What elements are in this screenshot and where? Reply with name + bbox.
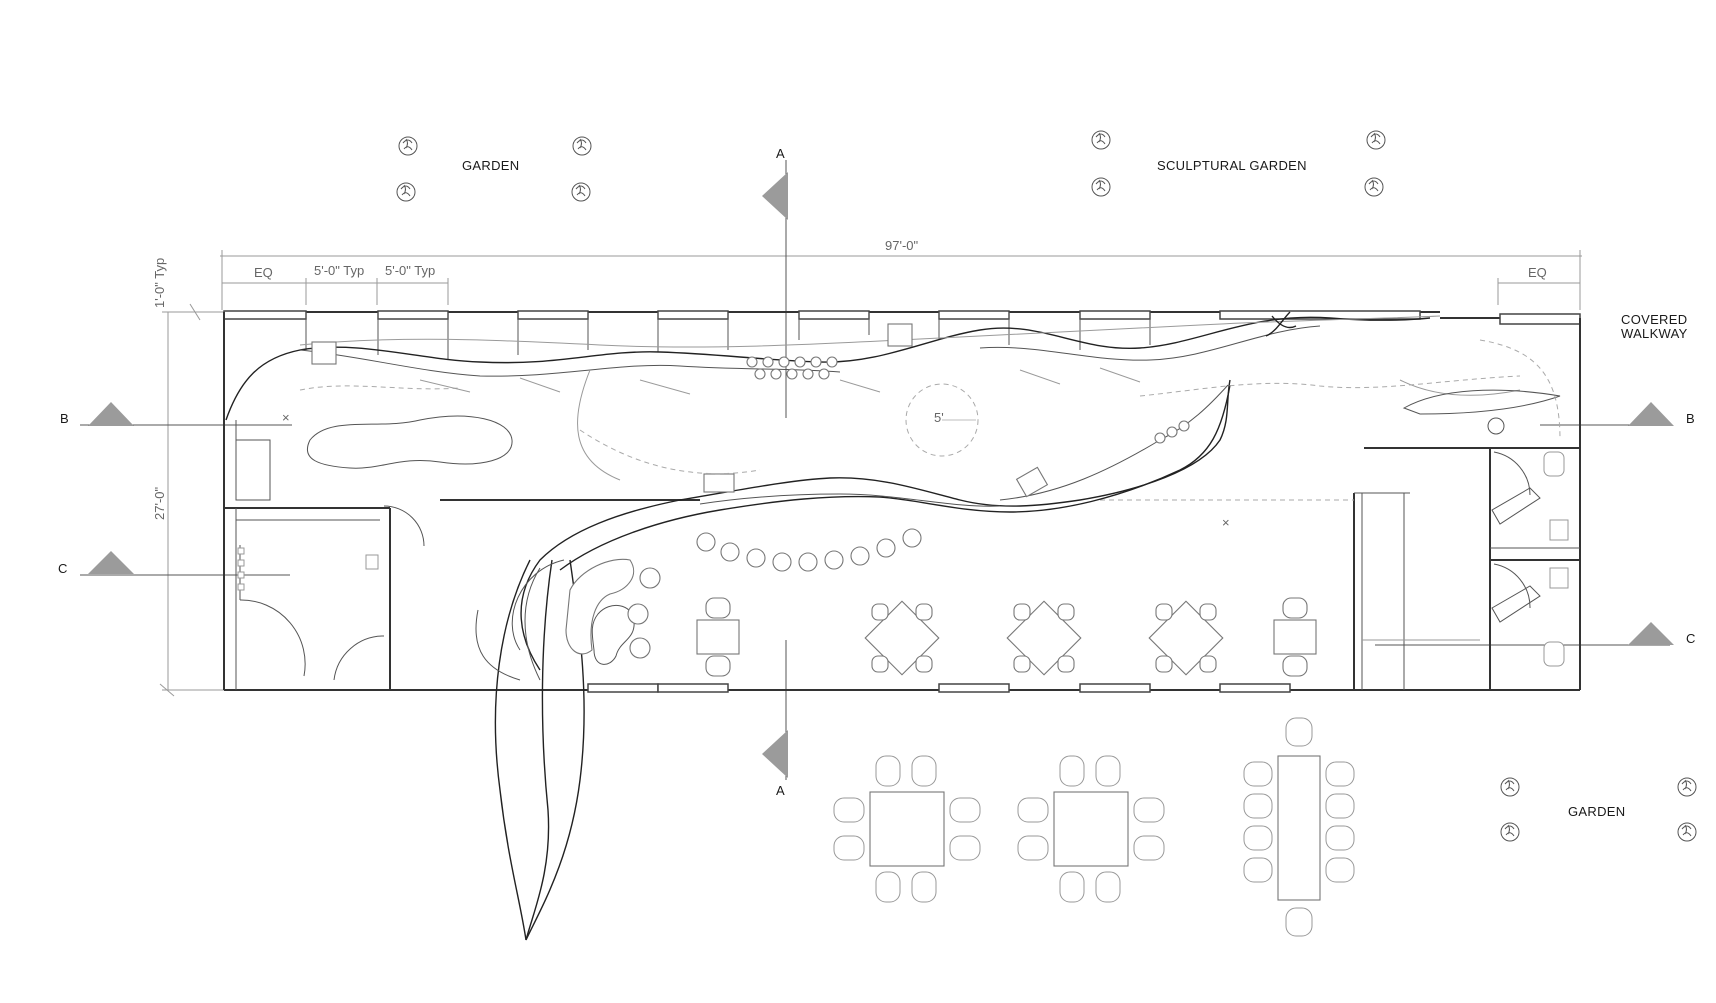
section-b-right-marker <box>1628 402 1674 426</box>
tree-icon <box>572 136 592 156</box>
garden-label-top: GARDEN <box>462 158 519 173</box>
tree-icon <box>1677 777 1697 797</box>
section-a-bottom-label: A <box>776 783 785 798</box>
typ-dim-2: 5'-0" Typ <box>385 263 435 278</box>
tree-icon <box>398 136 418 156</box>
eq-right-dim: EQ <box>1528 265 1547 280</box>
indoor-tables <box>696 597 1317 677</box>
overall-width-dim: 97'-0" <box>885 238 919 253</box>
section-b-left-label: B <box>60 411 69 426</box>
sinks <box>311 323 1049 498</box>
tree-icon <box>1364 177 1384 197</box>
left-service-rooms: × <box>224 410 425 690</box>
overall-depth-dim: 27'-0" <box>152 486 167 520</box>
section-c-right-marker <box>1628 622 1674 645</box>
section-c-right-label: C <box>1686 631 1696 646</box>
section-a-top-label: A <box>776 146 785 161</box>
covered-walkway-label-1: COVERED <box>1621 312 1687 327</box>
svg-text:×: × <box>1222 515 1230 530</box>
right-restrooms <box>1353 447 1580 690</box>
section-b-left-marker <box>88 402 134 426</box>
section-b-right-label: B <box>1686 411 1695 426</box>
tree-icon <box>1091 177 1111 197</box>
lounge-seating <box>511 558 661 665</box>
tree-icon <box>396 182 416 202</box>
tree-symbols <box>396 130 1697 842</box>
eq-left-dim: EQ <box>254 265 273 280</box>
svg-text:×: × <box>282 410 290 425</box>
bar-stools <box>696 356 1190 572</box>
tree-icon <box>571 182 591 202</box>
section-c-left-marker <box>88 551 134 574</box>
covered-walkway-label-2: WALKWAY <box>1621 326 1688 341</box>
section-markers <box>80 160 1674 780</box>
outdoor-tables <box>833 717 1355 937</box>
tree-icon <box>1091 130 1111 150</box>
interior-partitions: × 5' <box>440 383 1354 530</box>
section-c-left-label: C <box>58 561 68 576</box>
sculptural-garden-label: SCULPTURAL GARDEN <box>1157 158 1307 173</box>
floor-pattern <box>307 369 1561 481</box>
tree-icon <box>1500 777 1520 797</box>
overhead-lines <box>299 339 1561 475</box>
dimension-lines <box>159 250 1582 697</box>
circle-dim: 5' <box>934 410 944 425</box>
section-a-top-marker <box>762 172 788 220</box>
offset-dim: 1'-0" Typ <box>152 258 167 308</box>
section-a-bottom-marker <box>762 730 788 778</box>
typ-dim-1: 5'-0" Typ <box>314 263 364 278</box>
tree-icon <box>1366 130 1386 150</box>
tree-icon <box>1677 822 1697 842</box>
garden-label-bottom: GARDEN <box>1568 804 1625 819</box>
tree-icon <box>1500 822 1520 842</box>
